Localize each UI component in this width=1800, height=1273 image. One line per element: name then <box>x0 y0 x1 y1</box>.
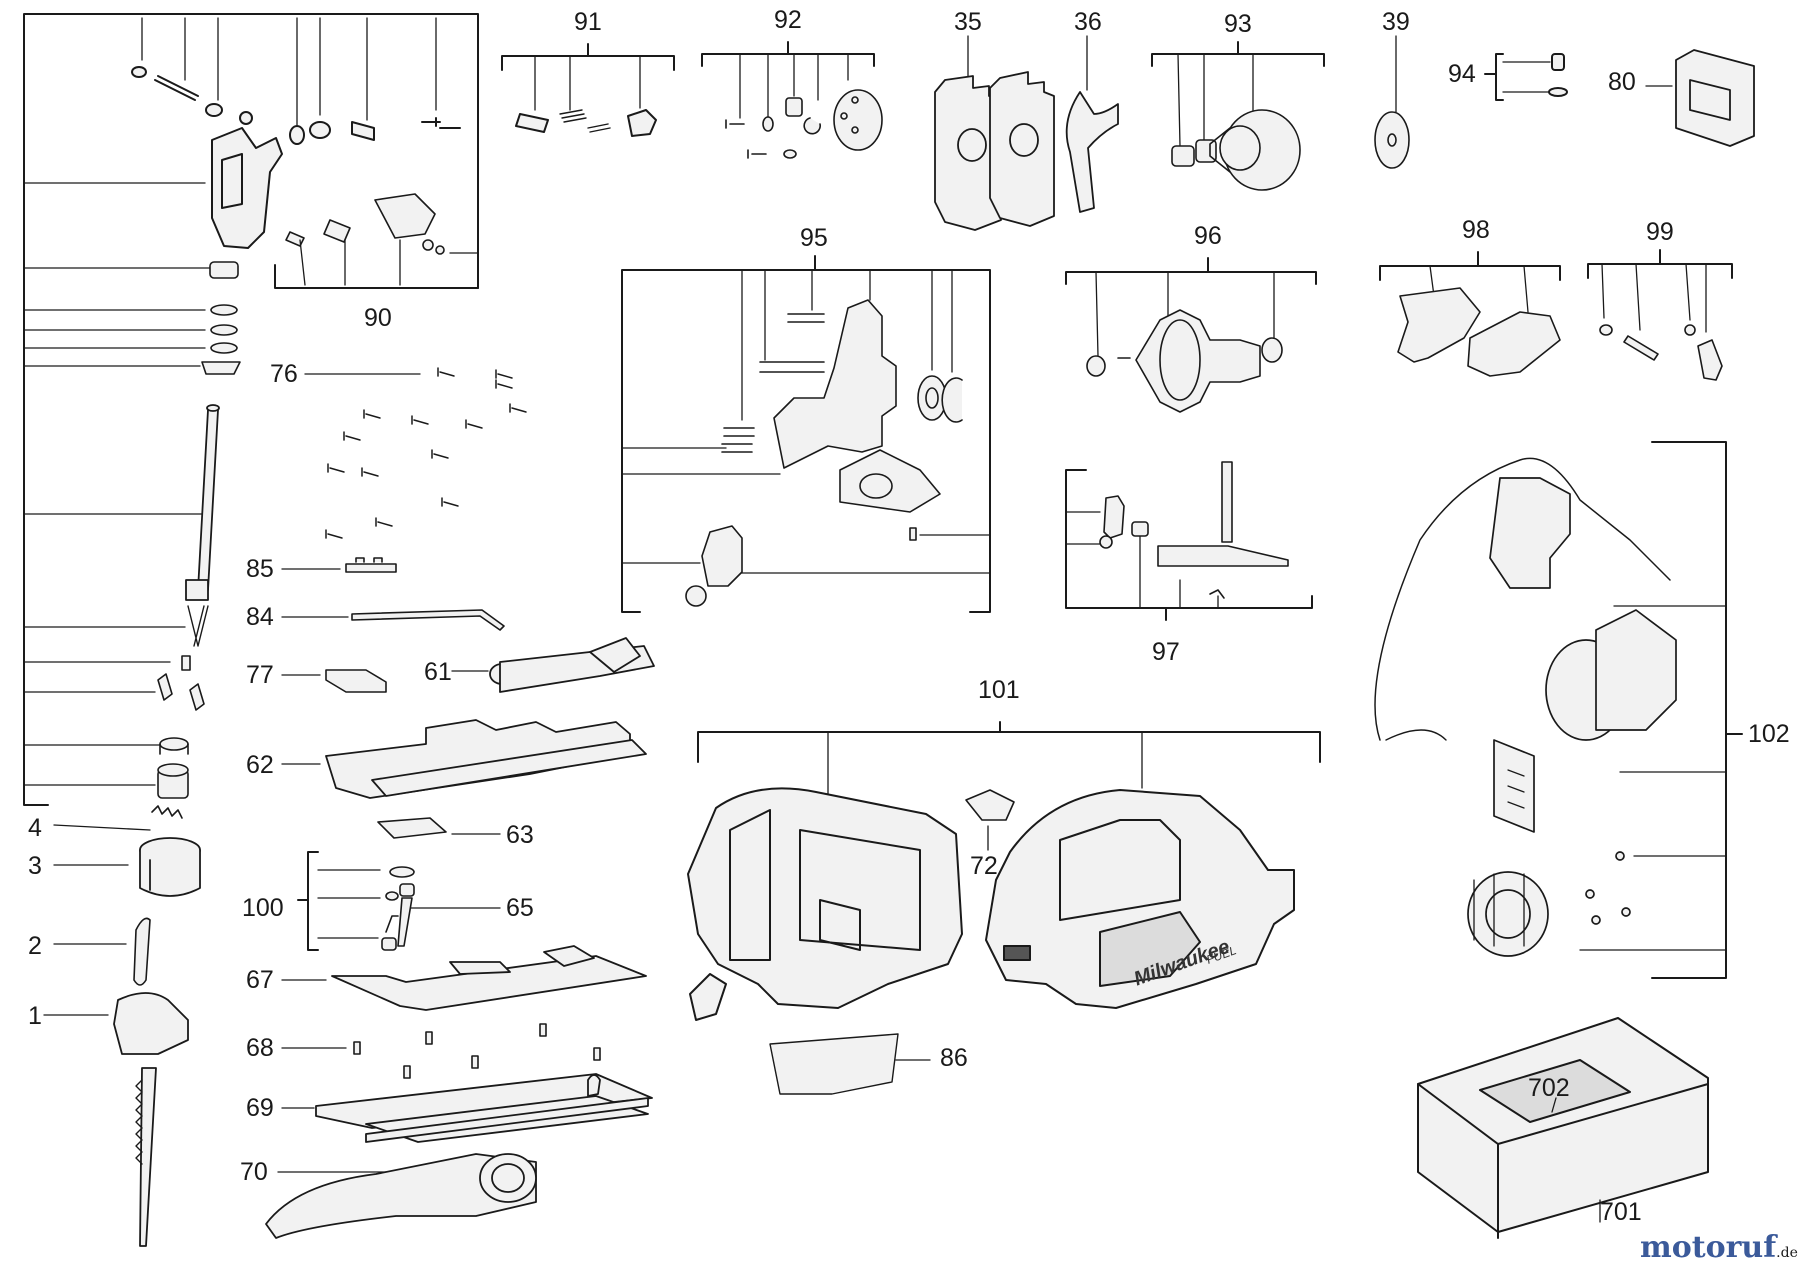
watermark-domain: .de <box>1776 1245 1798 1261</box>
group-91 <box>501 43 675 137</box>
label-part-4: 4 <box>28 814 42 842</box>
screws-68 <box>281 1023 601 1079</box>
group-97-bracket <box>1065 469 1313 621</box>
washer-39 <box>1374 35 1410 169</box>
label-part-72: 72 <box>970 852 998 880</box>
cover-80 <box>1645 49 1755 147</box>
group-90-bracket <box>274 264 479 289</box>
label-part-701: 701 <box>1600 1198 1642 1226</box>
label-part-101: 101 <box>978 676 1020 704</box>
label-part-99: 99 <box>1646 218 1674 246</box>
left-leader-lines <box>23 17 437 786</box>
left-bracket <box>23 13 479 806</box>
hex-key-84 <box>281 609 505 631</box>
label-part-85: 85 <box>246 555 274 583</box>
housing-right-half <box>985 789 1295 1009</box>
wrench-36 <box>1065 35 1119 213</box>
label-part-91: 91 <box>574 8 602 36</box>
group-100 <box>297 851 501 951</box>
label-part-100: 100 <box>242 894 284 922</box>
label-part-92: 92 <box>774 6 802 34</box>
group-94 <box>1484 53 1568 101</box>
plunger-rod <box>185 404 220 647</box>
group-93 <box>1151 41 1325 191</box>
label-part-93: 93 <box>1224 10 1252 38</box>
part-63 <box>377 817 501 839</box>
label-part-102: 102 <box>1748 720 1790 748</box>
label-part-62: 62 <box>246 751 274 779</box>
group-90-parts <box>285 193 479 286</box>
roller-guide-3 <box>53 837 201 897</box>
label-part-70: 70 <box>240 1158 268 1186</box>
part-85 <box>281 557 397 573</box>
watermark: motoruf.de <box>1640 1230 1798 1265</box>
group-95-bracket <box>621 255 991 613</box>
label-part-63: 63 <box>506 821 534 849</box>
column-washers <box>201 261 241 375</box>
label-part-67: 67 <box>246 966 274 994</box>
label-part-65: 65 <box>506 894 534 922</box>
label-part-35: 35 <box>954 8 982 36</box>
label-part-97: 97 <box>1152 638 1180 666</box>
label-part-84: 84 <box>246 603 274 631</box>
lever-61 <box>451 637 655 693</box>
label-part-39: 39 <box>1382 8 1410 36</box>
top-washers <box>131 66 461 145</box>
label-part-98: 98 <box>1462 216 1490 244</box>
group-92 <box>701 41 883 159</box>
plate-67 <box>281 945 647 1011</box>
spring-4 <box>53 805 183 831</box>
label-part-1: 1 <box>28 1002 42 1030</box>
label-part-86: 86 <box>940 1044 968 1072</box>
group-98 <box>1379 251 1561 377</box>
label-part-3: 3 <box>28 852 42 880</box>
label-part-69: 69 <box>246 1094 274 1122</box>
part-77 <box>281 669 387 693</box>
group-99 <box>1587 249 1733 381</box>
blade-clamp-1 <box>43 992 189 1247</box>
group-96 <box>1065 257 1317 413</box>
label-part-36: 36 <box>1074 8 1102 36</box>
clip-2 <box>53 917 151 986</box>
label-part-80: 80 <box>1608 68 1636 96</box>
label-part-96: 96 <box>1194 222 1222 250</box>
label-part-68: 68 <box>246 1034 274 1062</box>
label-part-90: 90 <box>364 304 392 332</box>
label-part-94: 94 <box>1448 60 1476 88</box>
label-part-76: 76 <box>270 360 298 388</box>
label-part-95: 95 <box>800 224 828 252</box>
group-95-parts <box>621 269 991 607</box>
label-part-702: 702 <box>1528 1074 1570 1102</box>
shoe-69 <box>281 1073 653 1143</box>
electronics-assembly <box>1374 457 1677 957</box>
gearbox-cover <box>211 111 283 249</box>
label-86 <box>769 1033 931 1095</box>
group-101-bracket <box>697 721 1321 795</box>
base-rail-62 <box>281 719 647 799</box>
tool-case-701 <box>1417 1017 1709 1239</box>
plates-35 <box>934 35 1055 231</box>
label-part-77: 77 <box>246 661 274 689</box>
screws-76 <box>304 367 527 539</box>
column-small-parts <box>157 655 205 799</box>
label-part-61: 61 <box>424 658 452 686</box>
group-102-bracket <box>1579 441 1743 979</box>
group-97-parts <box>1065 461 1289 609</box>
dust-nozzle-70 <box>265 1153 537 1239</box>
watermark-main: motoruf <box>1640 1230 1777 1265</box>
label-part-2: 2 <box>28 932 42 960</box>
part-72 <box>965 789 1015 851</box>
housing-left-half <box>687 787 963 1021</box>
